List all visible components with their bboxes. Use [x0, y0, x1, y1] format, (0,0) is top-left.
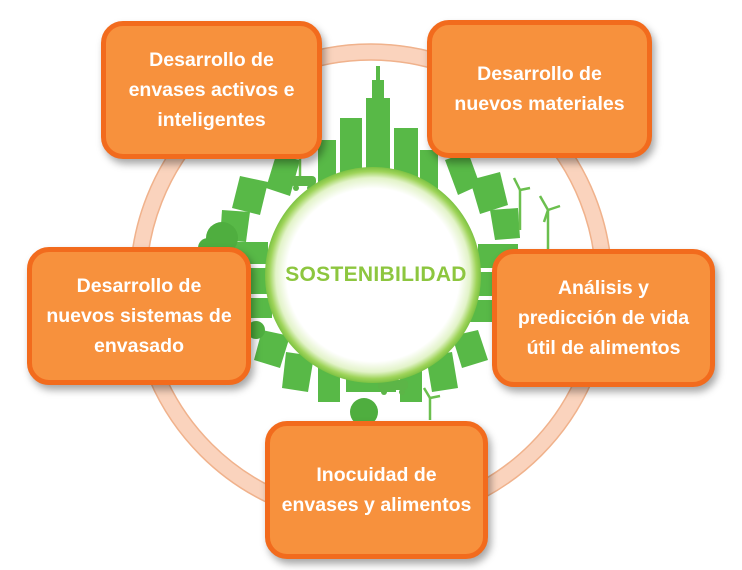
center-circle	[265, 167, 481, 383]
node-middle-right: Análisis y predicción de vida útil de al…	[492, 249, 715, 387]
node-bottom-label: Inocuidad de envases y alimentos	[281, 464, 472, 516]
node-top-left-label: Desarrollo de envases activos e intelige…	[128, 49, 295, 131]
node-middle-right-label: Análisis y predicción de vida útil de al…	[517, 277, 690, 359]
node-bottom: Inocuidad de envases y alimentos	[265, 421, 488, 559]
node-middle-left: Desarrollo de nuevos sistemas de envasad…	[27, 247, 251, 385]
node-top-right: Desarrollo de nuevos materiales	[427, 20, 652, 158]
node-top-left: Desarrollo de envases activos e intelige…	[101, 21, 322, 159]
node-top-right-label: Desarrollo de nuevos materiales	[454, 63, 625, 115]
node-middle-left-label: Desarrollo de nuevos sistemas de envasad…	[46, 275, 232, 357]
center-label: SOSTENIBILIDAD	[285, 263, 467, 286]
